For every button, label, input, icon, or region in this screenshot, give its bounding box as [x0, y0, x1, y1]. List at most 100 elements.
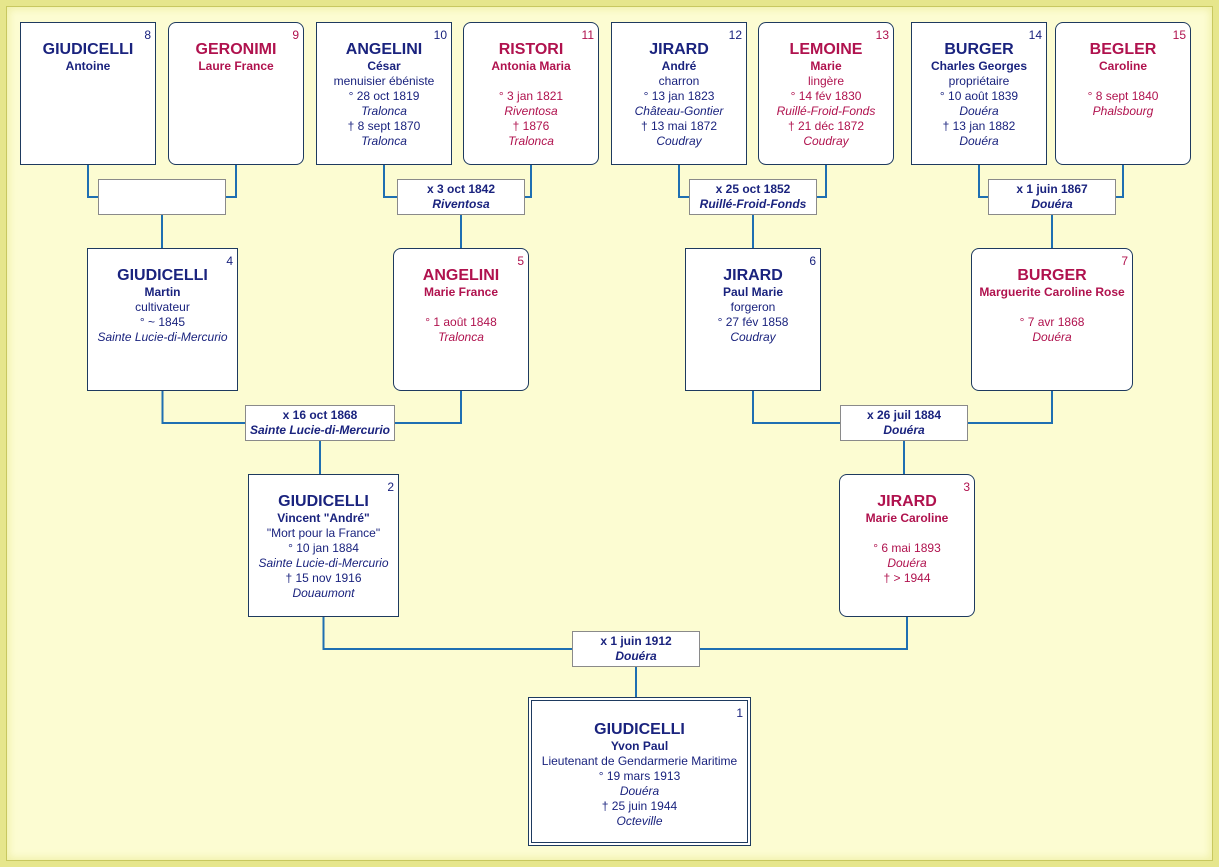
marriage-date: x 25 oct 1852: [715, 182, 791, 196]
person-detail-line: Riventosa: [504, 104, 558, 118]
person-detail-line: cultivateur: [135, 300, 190, 314]
person-detail-line: Douéra: [619, 784, 660, 798]
person-surname: GIUDICELLI: [117, 267, 208, 284]
person-detail-line: Tralonca: [438, 330, 484, 344]
person-surname: GIUDICELLI: [594, 721, 685, 738]
person-given-names: Charles Georges: [930, 59, 1028, 73]
mother-connector: [1116, 165, 1124, 198]
person-detail-line: Douéra: [1032, 330, 1072, 344]
person-detail-line: † 15 nov 1916: [285, 571, 362, 585]
person-surname: GERONIMI: [195, 41, 277, 58]
marriage-date: x 3 oct 1842: [426, 182, 496, 196]
person-surname: GIUDICELLI: [42, 41, 134, 58]
father-connector: [752, 391, 840, 424]
person-detail-line: [1056, 74, 1190, 89]
person-detail-line: Octeville: [616, 814, 663, 828]
sosa-number: 12: [728, 28, 742, 42]
father-connector: [678, 165, 689, 198]
sosa-number: 3: [963, 480, 970, 494]
sosa-number: 1: [736, 706, 743, 720]
person-detail-line: lingère: [807, 74, 845, 88]
person-detail-line: Tralonca: [361, 134, 407, 148]
person-detail-line: † 13 mai 1872: [640, 119, 718, 133]
person-detail-line: "Mort pour la France": [266, 526, 381, 540]
person-given-names: André: [661, 59, 697, 73]
person-given-names: Laure France: [198, 59, 274, 73]
person-detail-line: Douéra: [959, 104, 999, 118]
person-detail-line: [464, 74, 598, 89]
sosa-number: 14: [1028, 28, 1042, 42]
marriage-place: Sainte Lucie-di-Mercurio: [249, 423, 391, 437]
marriage-date: x 16 oct 1868: [282, 408, 358, 422]
person-detail-line: ° 10 août 1839: [939, 89, 1019, 103]
person-detail-line: ° 10 jan 1884: [288, 541, 359, 555]
marriage-place: Douéra: [1031, 197, 1073, 211]
person-given-names: Marie France: [423, 285, 499, 299]
marriage-box-m4[interactable]: [98, 179, 226, 215]
sosa-number: 11: [581, 28, 594, 42]
father-connector: [383, 165, 397, 198]
person-given-names: Antoine: [65, 59, 111, 73]
mother-connector: [968, 391, 1053, 424]
father-connector: [322, 617, 572, 650]
person-detail-line: ° 19 mars 1913: [598, 769, 681, 783]
person-detail-line: charron: [658, 74, 700, 88]
person-surname: JIRARD: [723, 267, 783, 284]
sosa-number: 9: [292, 28, 299, 42]
person-given-names: Antonia Maria: [491, 59, 571, 73]
person-surname: JIRARD: [649, 41, 709, 58]
person-detail-line: ° 1 août 1848: [425, 315, 497, 329]
sosa-number: 5: [517, 254, 524, 268]
person-detail-line: † 21 déc 1872: [787, 119, 865, 133]
marriage-place: Douéra: [615, 649, 657, 663]
person-detail-line: ° 7 avr 1868: [1019, 315, 1085, 329]
person-detail-line: † 1876: [512, 119, 550, 133]
person-detail-line: ° 14 fév 1830: [790, 89, 862, 103]
person-given-names: César: [367, 59, 401, 73]
person-detail-line: [394, 300, 528, 315]
person-surname: ANGELINI: [422, 267, 500, 284]
marriage-date: x 1 juin 1867: [1016, 182, 1088, 196]
person-detail-line: Coudray: [803, 134, 849, 148]
mother-connector: [395, 391, 462, 424]
marriage-date: x 26 juil 1884: [866, 408, 942, 422]
person-detail-line: ° 6 mai 1893: [873, 541, 941, 555]
person-detail-line: ° 27 fév 1858: [717, 315, 789, 329]
person-detail-line: † 13 jan 1882: [942, 119, 1016, 133]
sosa-number: 8: [144, 28, 151, 42]
person-surname: BURGER: [1017, 267, 1087, 284]
marriage-place: Ruillé-Froid-Fonds: [699, 197, 807, 211]
person-given-names: Marie: [810, 59, 842, 73]
person-detail-line: Coudray: [730, 330, 776, 344]
marriage-place: Riventosa: [432, 197, 490, 211]
person-detail-line: [972, 300, 1132, 315]
mother-connector: [817, 165, 827, 198]
person-detail-line: † 8 sept 1870: [347, 119, 421, 133]
sosa-number: 6: [809, 254, 816, 268]
person-detail-line: Ruillé-Froid-Fonds: [776, 104, 876, 118]
person-detail-line: † > 1944: [883, 571, 931, 585]
person-detail-line: Douéra: [959, 134, 999, 148]
